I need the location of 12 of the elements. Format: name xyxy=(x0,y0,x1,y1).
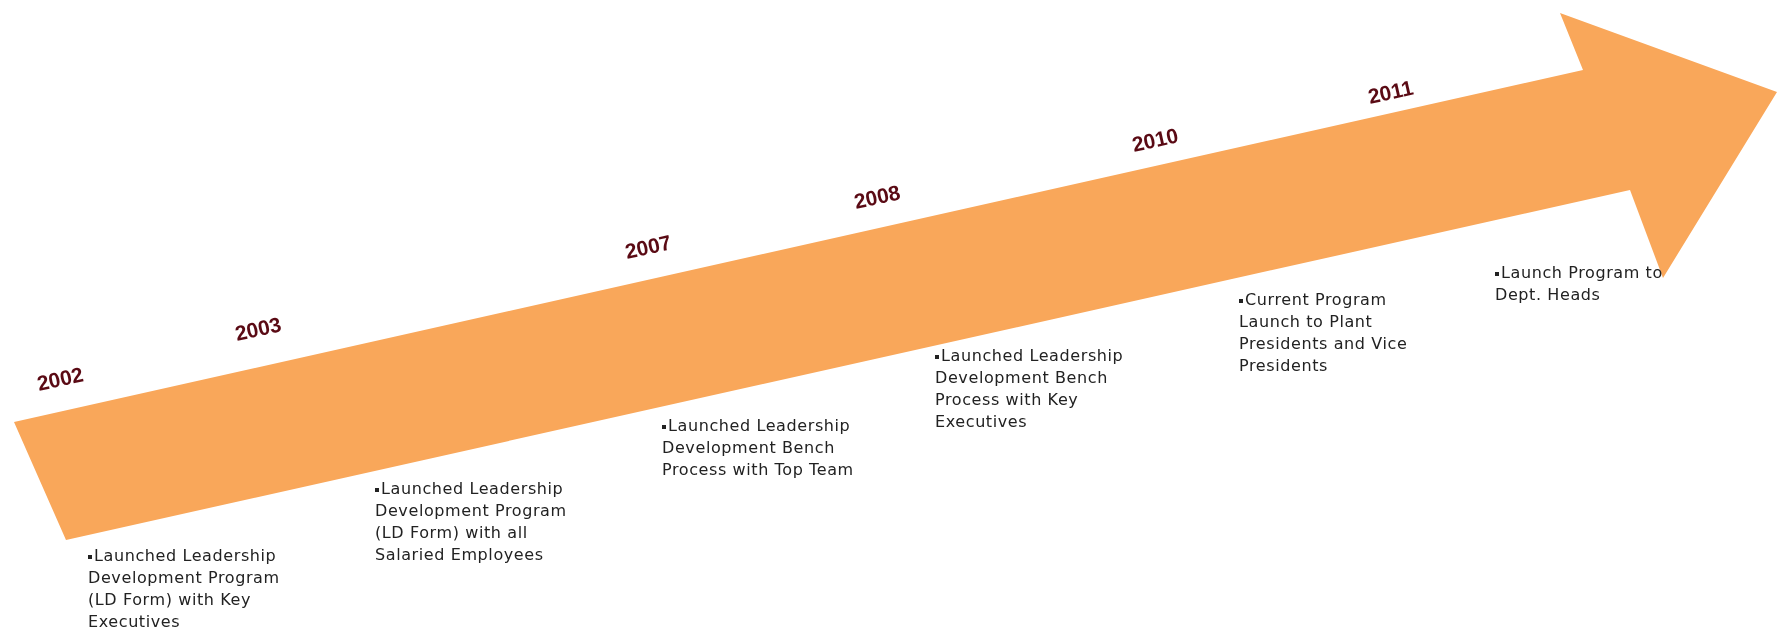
year-label: 2003 xyxy=(232,312,284,346)
year-label: 2007 xyxy=(622,230,674,264)
milestone-text: Launched Leadership Development Bench Process with Top Team xyxy=(662,415,862,481)
year-label: 2002 xyxy=(34,362,86,396)
milestone-text: Launch Program to Dept. Heads xyxy=(1495,262,1685,306)
milestone-text: Launched Leadership Development Program (LD Form) with Key Executives xyxy=(88,545,288,633)
milestone-text: Launched Leadership Development Bench Process with Key Executives xyxy=(935,345,1135,433)
year-label: 2010 xyxy=(1129,123,1181,157)
milestone-text: Launched Leadership Development Program (LD Form) with all Salaried Employees xyxy=(375,478,585,566)
year-label: 2008 xyxy=(851,180,903,214)
milestone-text: Current Program Launch to Plant Presidents and Vice Presidents xyxy=(1239,289,1414,377)
year-label: 2011 xyxy=(1365,75,1416,109)
